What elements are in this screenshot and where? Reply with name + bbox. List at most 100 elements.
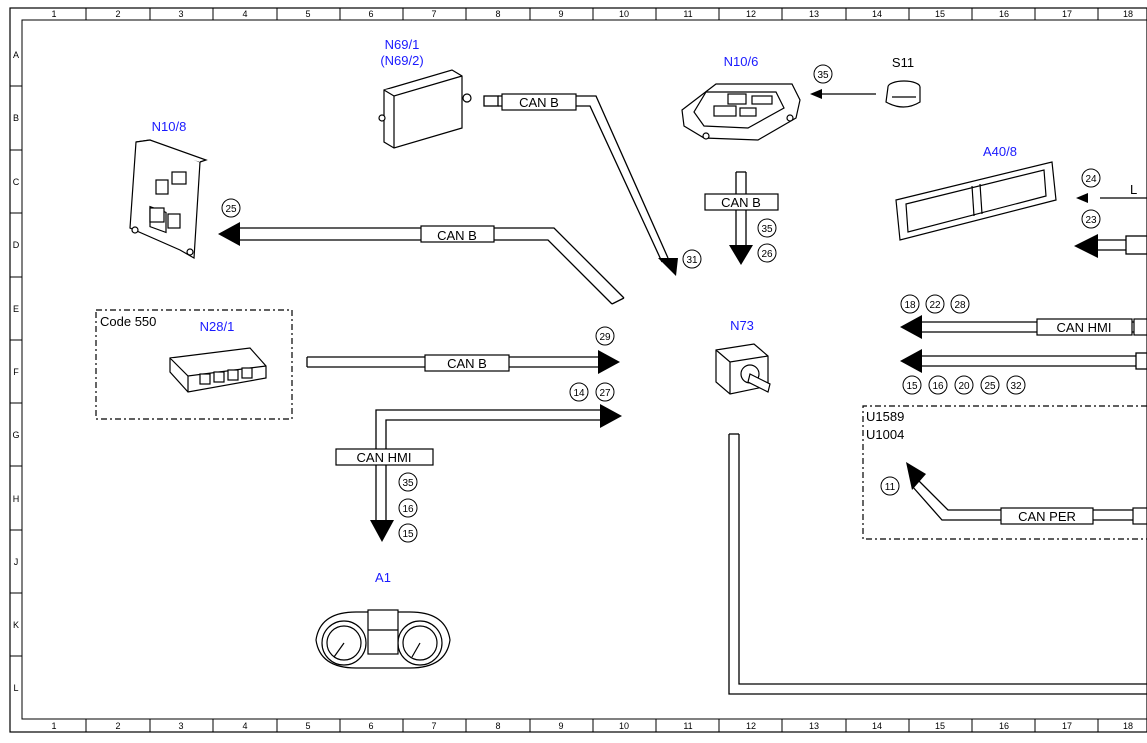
svg-text:32: 32 xyxy=(1010,381,1022,392)
col-label: 18 xyxy=(1123,9,1133,19)
col-label: 3 xyxy=(178,721,183,731)
col-label: 9 xyxy=(558,9,563,19)
bus-23 xyxy=(1096,235,1147,255)
svg-text:16: 16 xyxy=(932,381,944,392)
col-label: 7 xyxy=(431,721,436,731)
module-n28-1 xyxy=(169,347,267,393)
col-label: 9 xyxy=(558,721,563,731)
svg-text:22: 22 xyxy=(929,300,941,311)
col-label: 18 xyxy=(1123,721,1133,731)
svg-text:15: 15 xyxy=(906,381,918,392)
col-label: 8 xyxy=(495,9,500,19)
svg-text:CAN HMI: CAN HMI xyxy=(357,450,412,465)
ref-11: 11 xyxy=(880,476,900,496)
arrow-to-a1 xyxy=(370,520,394,542)
col-label: 16 xyxy=(999,9,1009,19)
module-n10-6 xyxy=(681,83,801,141)
label-a1: A1 xyxy=(375,570,391,585)
label-u1004: U1004 xyxy=(866,427,904,442)
svg-text:CAN B: CAN B xyxy=(519,95,559,110)
drawing-frame xyxy=(21,19,1147,720)
bus-can-b-n10-8 xyxy=(236,227,625,305)
ref-28: 28 xyxy=(950,294,970,314)
col-label: 16 xyxy=(999,721,1009,731)
svg-text:31: 31 xyxy=(686,255,698,266)
row-label: C xyxy=(13,177,20,187)
label-code-550: Code 550 xyxy=(100,314,156,329)
ref-20: 20 xyxy=(954,375,974,395)
svg-text:CAN B: CAN B xyxy=(721,195,761,210)
ref-35-canb: 35 xyxy=(757,218,777,238)
arrow-29 xyxy=(598,350,620,374)
svg-text:29: 29 xyxy=(599,332,611,343)
arrow-11 xyxy=(906,462,926,490)
col-label: 13 xyxy=(809,9,819,19)
row-label: J xyxy=(14,557,19,567)
col-label: 17 xyxy=(1062,721,1072,731)
switch-s11 xyxy=(885,80,921,108)
bus-label-can-per: CAN PER xyxy=(1000,507,1147,525)
svg-text:CAN B: CAN B xyxy=(447,356,487,371)
box-code-550 xyxy=(95,309,293,420)
arrow-can-b-down xyxy=(729,245,753,265)
col-label: 14 xyxy=(872,721,882,731)
ref-35-s11: 35 xyxy=(813,64,833,84)
svg-text:16: 16 xyxy=(402,504,414,515)
svg-text:15: 15 xyxy=(402,529,414,540)
row-label: G xyxy=(12,430,19,440)
svg-text:28: 28 xyxy=(954,300,966,311)
label-n73: N73 xyxy=(730,318,754,333)
module-n10-8 xyxy=(129,139,208,259)
label-n28-1: N28/1 xyxy=(200,319,235,334)
col-label: 11 xyxy=(683,9,692,19)
col-label: 5 xyxy=(305,9,310,19)
svg-text:23: 23 xyxy=(1085,215,1097,226)
diagram-border xyxy=(9,7,1147,733)
row-label: E xyxy=(13,304,19,314)
arrow-right-2 xyxy=(900,349,922,373)
ref-18: 18 xyxy=(900,294,920,314)
col-label: 1 xyxy=(51,9,56,19)
bus-can-hmi-left xyxy=(375,409,600,520)
svg-text:25: 25 xyxy=(225,204,237,215)
svg-text:25: 25 xyxy=(984,381,996,392)
svg-text:CAN B: CAN B xyxy=(437,228,477,243)
svg-text:18: 18 xyxy=(904,300,916,311)
arrow-14-27 xyxy=(600,404,622,428)
ignition-switch-n73 xyxy=(715,343,771,395)
svg-text:14: 14 xyxy=(573,388,585,399)
col-label: 13 xyxy=(809,721,819,731)
col-label: 6 xyxy=(368,721,373,731)
column-ruler-bottom: 1 2 3 4 5 6 7 8 9 10 11 12 13 14 15 16 1… xyxy=(51,719,1133,732)
ref-15-a1: 15 xyxy=(398,523,418,543)
col-label: 4 xyxy=(242,721,247,731)
ref-24: 24 xyxy=(1081,168,1101,188)
bus-label-can-b-1: CAN B xyxy=(501,93,577,111)
ref-15-right: 15 xyxy=(902,375,922,395)
svg-text:35: 35 xyxy=(761,224,773,235)
col-label: 10 xyxy=(619,9,629,19)
bus-label-can-b-3: CAN B xyxy=(420,225,495,243)
label-n10-8: N10/8 xyxy=(152,119,187,134)
svg-text:11: 11 xyxy=(885,482,896,493)
col-label: 2 xyxy=(115,721,120,731)
ref-35-a1: 35 xyxy=(398,472,418,492)
arrow-23 xyxy=(1074,234,1098,258)
col-label: 1 xyxy=(51,721,56,731)
col-label: 4 xyxy=(242,9,247,19)
row-label: K xyxy=(13,620,19,630)
module-n69-1 xyxy=(378,69,472,149)
svg-text:27: 27 xyxy=(599,388,611,399)
row-label: L xyxy=(13,683,18,693)
ref-25-left: 25 xyxy=(221,198,241,218)
arrow-24 xyxy=(1076,193,1088,203)
ref-14: 14 xyxy=(569,382,589,402)
col-label: 10 xyxy=(619,721,629,731)
col-label: 7 xyxy=(431,9,436,19)
ref-29: 29 xyxy=(595,326,615,346)
svg-text:35: 35 xyxy=(402,478,414,489)
column-ruler-top: 1 2 3 4 5 6 7 8 9 10 11 12 13 14 15 16 1… xyxy=(51,8,1133,20)
module-a40-8 xyxy=(895,161,1057,241)
arrow-to-n10-8 xyxy=(218,222,240,246)
